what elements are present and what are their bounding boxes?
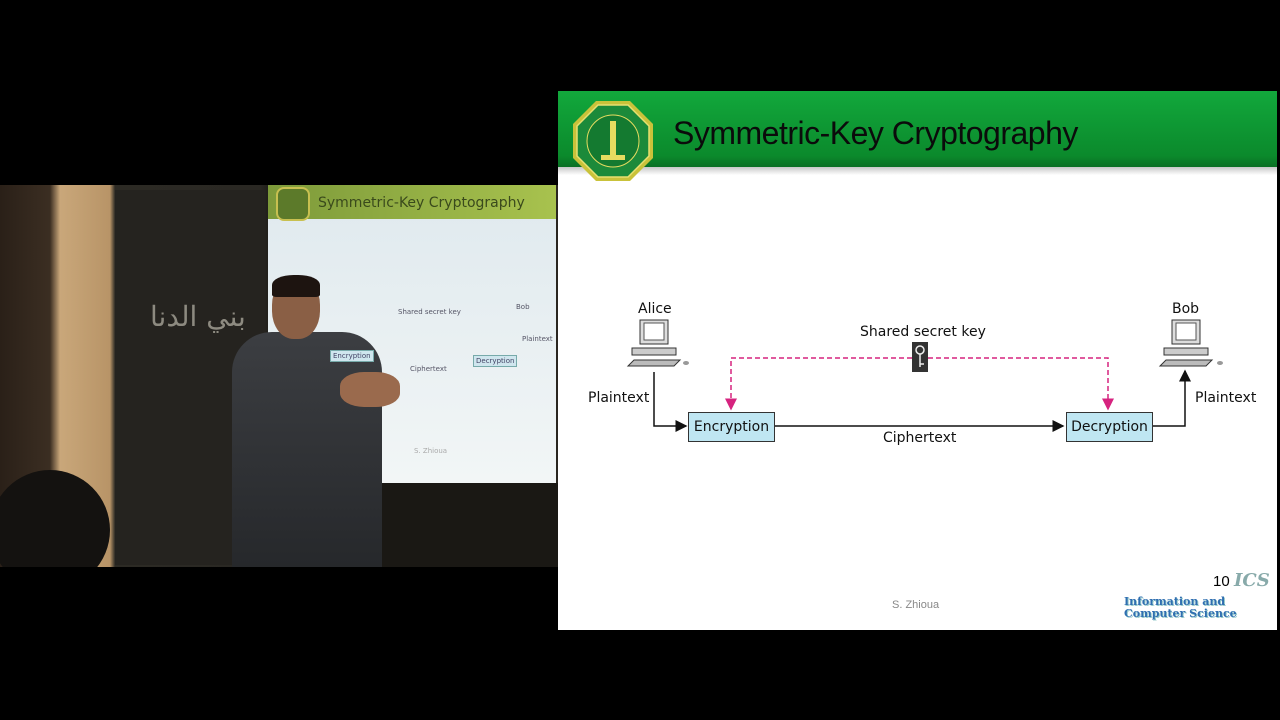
plaintext-left-label: Plaintext bbox=[588, 390, 650, 406]
bob-computer-icon bbox=[1158, 319, 1223, 367]
lecturer-hands bbox=[340, 372, 400, 407]
projected-ciphertext: Ciphertext bbox=[410, 365, 447, 373]
ics-department-logo: Information and Computer Science bbox=[1124, 596, 1237, 620]
projected-shared-key: Shared secret key bbox=[398, 308, 461, 316]
slide-page-number: 10 bbox=[1213, 573, 1230, 590]
key-to-encryption-arrow bbox=[725, 357, 912, 411]
ciphertext-label: Ciphertext bbox=[883, 430, 957, 446]
ics-mark: ICS bbox=[1234, 570, 1270, 591]
university-seal-icon bbox=[573, 101, 653, 181]
shared-key-label: Shared secret key bbox=[860, 324, 986, 340]
projected-slide-title: Symmetric-Key Cryptography bbox=[318, 195, 525, 211]
board-writing: بني الدنا bbox=[150, 300, 246, 333]
key-to-decryption-arrow bbox=[928, 357, 1114, 411]
alice-to-encryption-arrow bbox=[653, 372, 688, 432]
slide: Symmetric-Key Cryptography bbox=[558, 91, 1277, 630]
projected-plaintext: Plaintext bbox=[522, 335, 553, 343]
projected-bob: Bob bbox=[516, 303, 530, 311]
alice-label: Alice bbox=[638, 301, 672, 317]
lecturer-hair bbox=[272, 275, 320, 297]
projected-decryption: Decryption bbox=[473, 355, 518, 367]
decryption-box: Decryption bbox=[1066, 412, 1153, 442]
plaintext-right-label: Plaintext bbox=[1195, 390, 1257, 406]
projected-logo-icon bbox=[276, 187, 310, 221]
alice-computer-icon bbox=[626, 319, 689, 367]
key-icon bbox=[912, 342, 928, 372]
lecturer bbox=[232, 275, 400, 567]
decryption-to-bob-arrow bbox=[1153, 369, 1191, 427]
projected-author: S. Zhioua bbox=[414, 447, 448, 455]
encryption-box: Encryption bbox=[688, 412, 775, 442]
slide-title: Symmetric-Key Cryptography bbox=[673, 115, 1078, 151]
lecturer-jacket bbox=[232, 332, 382, 567]
projected-slide-header bbox=[268, 185, 556, 219]
lecture-video-frame: بني الدنا Symmetric-Key Cryptography Sha… bbox=[0, 185, 558, 567]
bob-label: Bob bbox=[1172, 301, 1200, 317]
slide-header bbox=[558, 91, 1277, 175]
projected-encryption: Encryption bbox=[330, 350, 374, 362]
slide-author: S. Zhioua bbox=[892, 599, 940, 611]
dept-line1: Information and bbox=[1124, 595, 1226, 608]
audience-head bbox=[0, 470, 110, 567]
symmetric-key-diagram bbox=[626, 319, 1223, 432]
dept-line2: Computer Science bbox=[1124, 607, 1237, 620]
